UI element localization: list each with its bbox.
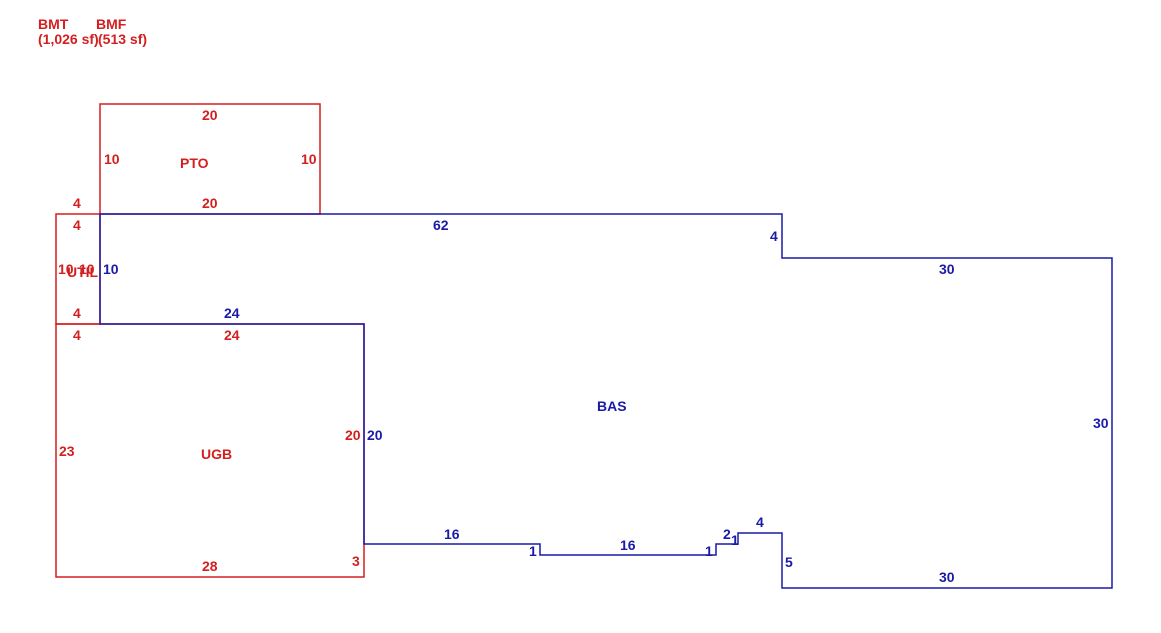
bas-bottom-b-dim: 16 [620, 537, 636, 553]
util-bottom-dim: 4 [73, 305, 81, 321]
bas-step-dim: 4 [770, 228, 778, 244]
bas-jog-a-dim: 1 [529, 543, 537, 559]
util-top-inner-dim: 4 [73, 217, 81, 233]
bas-right-dim: 30 [1093, 415, 1109, 431]
bas-jog-c-dim: 2 [723, 526, 731, 542]
bmt-area: (1,026 sf) [38, 31, 99, 47]
bas-notch-top-dim: 4 [756, 514, 764, 530]
bas-left-step-dim: 24 [224, 305, 240, 321]
pto-top-dim: 20 [202, 107, 218, 123]
bas-jog-b-dim: 1 [705, 543, 713, 559]
bmf-label: BMF [96, 16, 127, 32]
bas-outline [99, 213, 1113, 589]
bmt-label: BMT [38, 16, 69, 32]
bas-bottom-right-dim: 30 [939, 569, 955, 585]
util-right-dim: 10 [79, 261, 95, 277]
ugb-corner-dim: 3 [352, 553, 360, 569]
util-label: UTIL [67, 264, 99, 280]
util-top-dim: 4 [73, 195, 81, 211]
bas-ugb-side-dim: 20 [367, 427, 383, 443]
pto-bottom-dim: 20 [202, 195, 218, 211]
ugb-left-dim: 23 [59, 443, 75, 459]
pto-label: PTO [180, 155, 209, 171]
bas-bottom-a-dim: 16 [444, 526, 460, 542]
bas-top-dim: 62 [433, 217, 449, 233]
util-bottom-inner-dim: 4 [73, 327, 81, 343]
bas-label: BAS [597, 398, 627, 414]
bas-jog-d-dim: 1 [731, 532, 739, 548]
ugb-label: UGB [201, 446, 232, 462]
pto-left-dim: 10 [104, 151, 120, 167]
util-left-dim: 10 [58, 261, 74, 277]
bmf-area: (513 sf) [98, 31, 147, 47]
bas-upper-right-dim: 30 [939, 261, 955, 277]
ugb-bottom-dim: 28 [202, 558, 218, 574]
bas-util-side-dim: 10 [103, 261, 119, 277]
ugb-top-dim: 24 [224, 327, 240, 343]
bas-notch-side-dim: 5 [785, 554, 793, 570]
ugb-right-dim: 20 [345, 427, 361, 443]
pto-right-dim: 10 [301, 151, 317, 167]
